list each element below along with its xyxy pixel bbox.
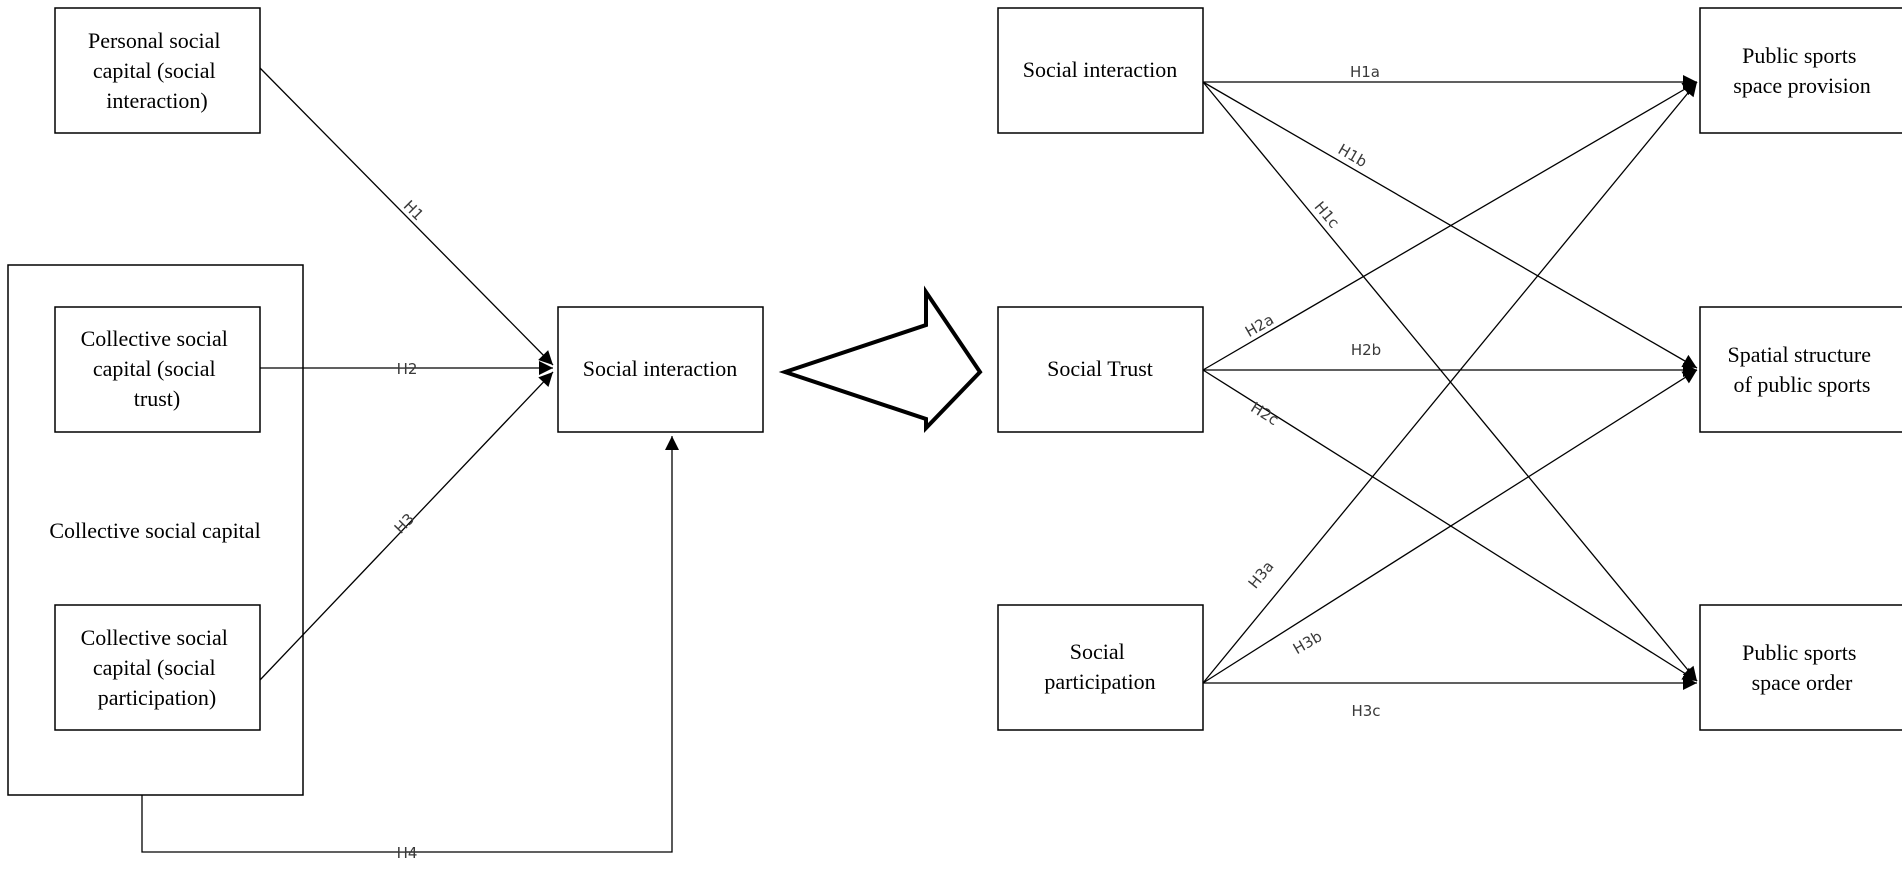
svg-text:Public sports space prov: Public sports space provision [1733,43,1870,98]
node-line: space provision [1733,73,1870,98]
svg-text:Social interaction: Social interaction [583,356,738,381]
edge-h1b [1202,81,1698,369]
node-social-participation: Social participation [997,604,1204,731]
node-personal-social-capital: Personal social capital (social interact… [54,7,261,134]
svg-text:Public sports space orde: Public sports space order [1742,640,1862,695]
edge-label-h2: H2 [397,360,418,378]
edge-h3b [1202,369,1698,684]
edge-h1 [259,67,554,366]
node-line: Social interaction [1023,57,1178,82]
node-line: interaction) [106,88,207,113]
node-spatial-structure-public-sports: Spatial structure of public sports [1699,306,1902,433]
node-line: of public sports [1734,372,1871,397]
svg-text:Collective social capita: Collective social capital (social trust) [81,326,234,411]
edge-label-h3c: H3c [1351,702,1380,720]
svg-text:Spatial structure of pub: Spatial structure of public sports [1727,342,1876,397]
edge-h2a [1202,81,1698,371]
node-collective-social-trust: Collective social capital (social trust) [54,306,261,433]
node-line: Spatial structure [1727,342,1871,367]
node-line: capital (social [93,58,216,83]
edge-label-h3: H3 [391,510,418,537]
node-line: capital (social [93,356,216,381]
node-line: capital (social [93,655,216,680]
edge-h3a [1202,81,1698,684]
node-line: space order [1752,670,1853,695]
svg-text:Collective social capita: Collective social capital (social partic… [81,625,234,710]
node-public-sports-space-provision: Public sports space provision [1699,7,1902,134]
node-line: Public sports [1742,43,1856,68]
node-line: Public sports [1742,640,1856,665]
edge-label-h4: H4 [397,844,418,862]
node-line: participation [1044,669,1155,694]
group-label: Collective social capital [49,518,260,543]
node-line: Social interaction [583,356,738,381]
edge-label-h2b: H2b [1351,341,1381,359]
node-line: Personal social [88,28,221,53]
node-line: Collective social [81,326,228,351]
node-line: participation) [98,685,217,710]
edge-label-h3a: H3a [1245,558,1278,593]
node-collective-social-participation: Collective social capital (social partic… [54,604,261,731]
node-line: Collective social [81,625,228,650]
edge-label-h1c: H1c [1311,198,1343,232]
svg-text:Social interaction: Social interaction [1023,57,1178,82]
edge-label-h2c: H2c [1248,398,1282,429]
edge-label-h1b: H1b [1335,140,1370,171]
node-line: trust) [134,386,180,411]
svg-text:Social participation: Social participation [1044,639,1155,694]
edge-h2c [1202,369,1698,682]
edge-label-h1a: H1a [1350,63,1380,81]
svg-text:Social Trust: Social Trust [1047,356,1153,381]
node-line: Social [1070,639,1125,664]
svg-text:Personal social capital: Personal social capital (social interact… [88,28,226,113]
node-social-trust: Social Trust [997,306,1204,433]
node-public-sports-space-order: Public sports space order [1699,604,1902,731]
edge-h3 [259,371,554,681]
edge-h4 [141,436,679,853]
node-line: Social Trust [1047,356,1153,381]
node-social-interaction: Social interaction [997,7,1204,134]
edge-label-h3b: H3b [1290,627,1325,658]
edge-label-h1: H1 [400,197,427,224]
transition-arrow [778,285,983,433]
node-social-interaction-outcome: Social interaction [557,306,764,433]
